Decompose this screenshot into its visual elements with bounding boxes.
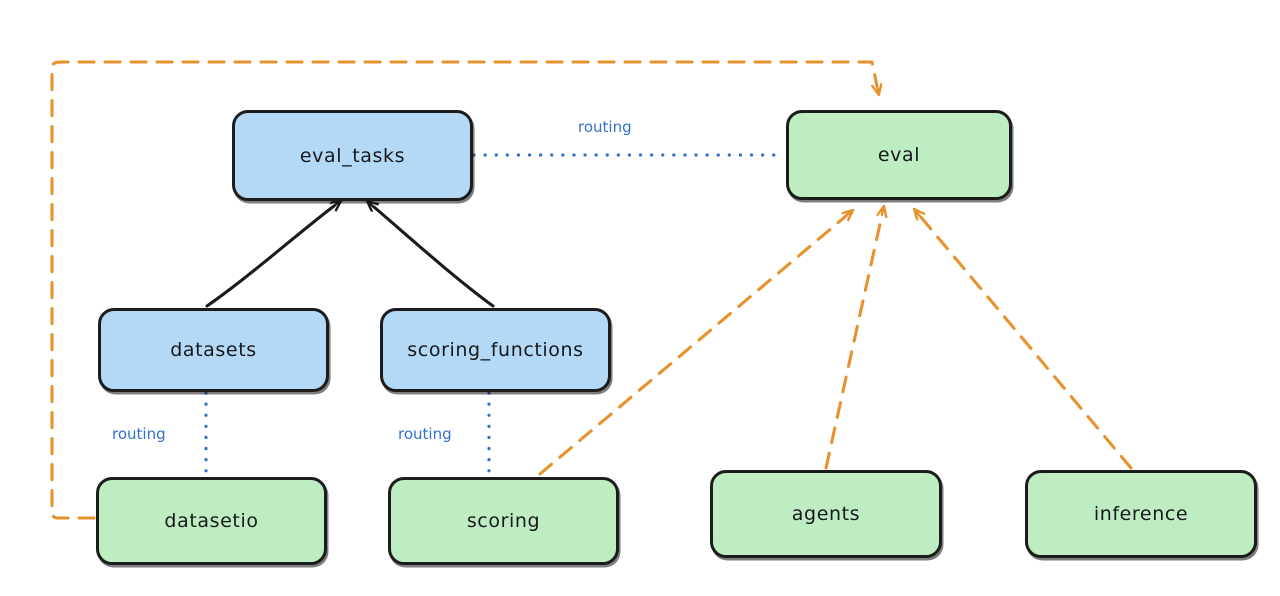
node-scoring-functions[interactable]: scoring_functions: [380, 308, 611, 392]
node-label: datasetio: [164, 510, 259, 532]
node-label: inference: [1093, 503, 1189, 525]
node-label: eval_tasks: [299, 144, 406, 167]
node-label: eval: [877, 144, 921, 166]
node-scoring[interactable]: scoring: [388, 477, 619, 565]
edge-agents-to-eval: [824, 215, 882, 470]
node-eval[interactable]: eval: [786, 110, 1012, 200]
node-label: agents: [791, 503, 861, 525]
edge-label-routing-eval: routing: [578, 118, 632, 136]
edge-datasets-to-eval-tasks: [205, 206, 334, 308]
node-datasets[interactable]: datasets: [98, 308, 329, 392]
node-datasetio[interactable]: datasetio: [96, 477, 327, 565]
edge-label-routing-scoring: routing: [398, 425, 452, 443]
edge-inference-to-eval: [920, 216, 1133, 470]
node-eval-tasks[interactable]: eval_tasks: [232, 110, 473, 201]
edge-label-routing-datasets: routing: [112, 425, 166, 443]
node-label: scoring_functions: [407, 339, 584, 361]
edge-scoring-functions-to-eval-tasks: [374, 207, 495, 308]
node-label: datasets: [170, 339, 257, 361]
node-agents[interactable]: agents: [710, 470, 942, 558]
node-label: scoring: [466, 510, 541, 532]
node-inference[interactable]: inference: [1025, 470, 1257, 558]
